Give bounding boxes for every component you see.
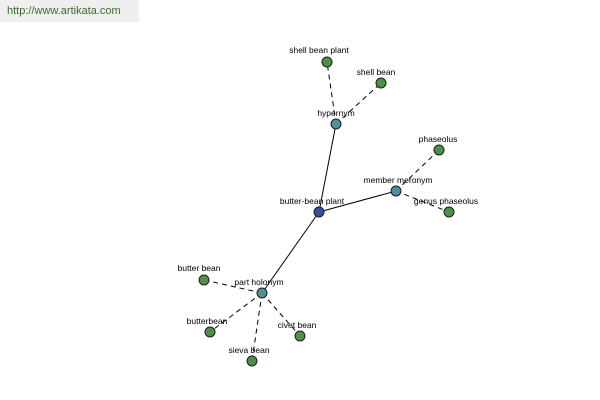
edge-part-holonym-butter-bean	[203, 279, 263, 294]
node-part-holonym[interactable]	[256, 287, 268, 299]
edge-member-meronym-phaseolus	[395, 149, 440, 192]
node-genus-phaseolus[interactable]	[443, 206, 455, 218]
node-butter-bean[interactable]	[198, 274, 210, 286]
civet-bean-label: civet bean	[278, 320, 317, 330]
edge-butter-bean-plant-part-holonym	[261, 211, 320, 294]
butterbean-label: butterbean	[187, 316, 228, 326]
edge-hypernym-shell-bean	[335, 82, 382, 125]
butter-bean-plant-label: butter-bean plant	[280, 196, 345, 206]
node-member-meronym[interactable]	[390, 185, 402, 197]
node-civet-bean[interactable]	[294, 330, 306, 342]
part-holonym-label: part holonym	[234, 277, 283, 287]
phaseolus-label: phaseolus	[419, 134, 458, 144]
edge-butter-bean-plant-hypernym	[318, 123, 337, 213]
member-meronym-label: member meronym	[364, 175, 433, 185]
source-link[interactable]: http://www.artikata.com	[0, 0, 139, 22]
node-sieva-bean[interactable]	[246, 355, 258, 367]
genus-phaseolus-label: genus phaseolus	[414, 196, 478, 206]
edge-hypernym-shell-bean-plant	[326, 61, 337, 125]
edge-butter-bean-plant-member-meronym	[318, 190, 397, 213]
node-butter-bean-plant[interactable]	[313, 206, 325, 218]
edge-member-meronym-genus-phaseolus	[395, 190, 450, 213]
edge-part-holonym-civet-bean	[261, 292, 301, 337]
shell-bean-label: shell bean	[357, 67, 396, 77]
butter-bean-label: butter bean	[177, 263, 220, 273]
node-hypernym[interactable]	[330, 118, 342, 130]
graph-nodes	[198, 56, 455, 367]
node-shell-bean[interactable]	[375, 77, 387, 89]
edge-part-holonym-sieva-bean	[251, 292, 263, 362]
graph-edges	[203, 61, 450, 362]
node-butterbean[interactable]	[204, 326, 216, 338]
node-shell-bean-plant[interactable]	[321, 56, 333, 68]
edge-part-holonym-butterbean	[209, 292, 263, 333]
graph-labels: butter-bean plant hypernym member meronym p…	[177, 45, 478, 355]
node-phaseolus[interactable]	[433, 144, 445, 156]
hypernym-label: hypernym	[317, 108, 354, 118]
sieva-bean-label: sieva bean	[228, 345, 269, 355]
shell-bean-plant-label: shell bean plant	[289, 45, 349, 55]
